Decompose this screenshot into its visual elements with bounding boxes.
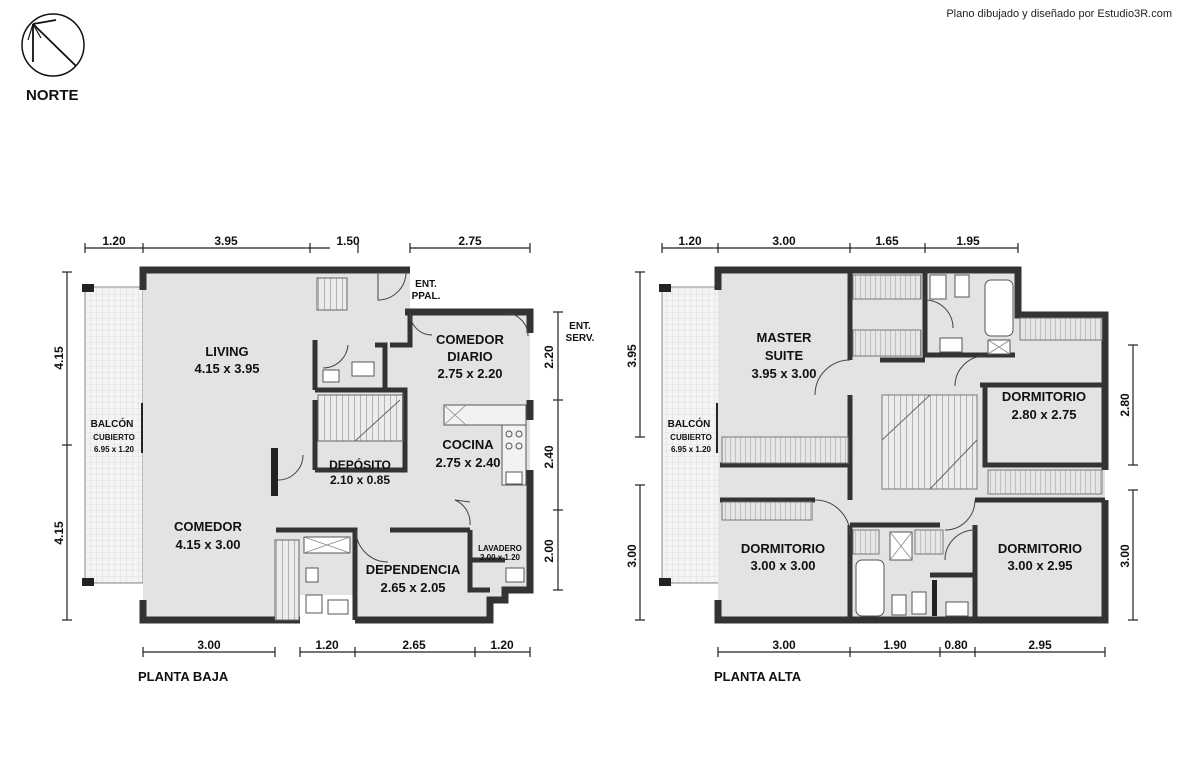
pb-dim-bottom-1: 1.20	[315, 638, 339, 652]
pa-dim-top-1: 3.00	[772, 234, 796, 248]
pb-dependencia-label: DEPENDENCIA	[366, 562, 461, 577]
pa-dim-right-0: 2.80	[1118, 393, 1132, 417]
pa-dimension-labels: 1.20 3.00 1.65 1.95 3.00 1.90 0.80 2.95 …	[625, 234, 1132, 652]
pb-ent-serv-2: SERV.	[566, 333, 595, 344]
pb-comedor-diario-label-2: DIARIO	[447, 349, 493, 364]
planta-baja-plan	[82, 266, 534, 624]
pb-lavadero-label: LAVADERO	[478, 544, 522, 553]
pa-balcon-dim: 6.95 x 1.20	[671, 445, 712, 454]
pb-dimension-lines	[62, 243, 563, 657]
pb-dim-bottom-2: 2.65	[402, 638, 426, 652]
pa-dim-left-0: 3.95	[625, 344, 639, 368]
pa-dimension-lines	[635, 243, 1138, 657]
pa-master-label-2: SUITE	[765, 348, 804, 363]
pa-dorm-ne-dim: 2.80 x 2.75	[1011, 407, 1076, 422]
pb-comedor-diario-label-1: COMEDOR	[436, 332, 505, 347]
pb-dim-top-0: 1.20	[102, 234, 126, 248]
pa-dim-right-1: 3.00	[1118, 544, 1132, 568]
pa-title: PLANTA ALTA	[714, 669, 802, 684]
pa-inner-walls	[720, 272, 1105, 620]
pb-dim-right-2: 2.00	[542, 539, 556, 563]
pa-dorm-se-dim: 3.00 x 2.95	[1007, 558, 1072, 573]
pb-living-label: LIVING	[205, 344, 248, 359]
pa-master-closet	[721, 436, 849, 464]
pa-stairs	[881, 394, 978, 490]
pb-lavadero-dim: 2.00 x 1.20	[480, 553, 521, 562]
pb-dimension-labels: 1.20 3.95 1.50 2.75 3.00 1.20 2.65 1.20 …	[52, 234, 556, 652]
pb-living-dim: 4.15 x 3.95	[194, 361, 259, 376]
pb-dim-top-3: 2.75	[458, 234, 482, 248]
pa-dim-left-1: 3.00	[625, 544, 639, 568]
pa-balcon-sub: CUBIERTO	[670, 433, 712, 442]
pb-cocina-dim: 2.75 x 2.40	[435, 455, 500, 470]
pb-deposito-dim: 2.10 x 0.85	[330, 473, 390, 487]
pb-dependencia-dim: 2.65 x 2.05	[380, 580, 445, 595]
pb-comedor-label: COMEDOR	[174, 519, 243, 534]
pa-master-dim: 3.95 x 3.00	[751, 366, 816, 381]
pa-dim-bottom-2: 0.80	[944, 638, 968, 652]
planta-alta-plan	[659, 266, 1109, 624]
pb-dim-top-1: 3.95	[214, 234, 238, 248]
pa-dorm-ne-label: DORMITORIO	[1002, 389, 1086, 404]
pb-dim-bottom-0: 3.00	[197, 638, 221, 652]
pb-deposito-label: DEPÓSITO	[329, 457, 391, 472]
pb-inner-walls	[276, 312, 505, 620]
pb-doors	[277, 271, 529, 563]
pb-title: PLANTA BAJA	[138, 669, 229, 684]
pb-outer-walls	[139, 266, 534, 624]
pb-comedor-dim: 4.15 x 3.00	[175, 537, 240, 552]
credit-text: Plano dibujado y diseñado por Estudio3R.…	[946, 8, 1172, 20]
pa-outer-walls	[714, 266, 1109, 624]
pb-stairs	[317, 394, 404, 442]
north-arrow-icon	[21, 13, 85, 77]
pa-dorm-sw-dim: 3.00 x 3.00	[750, 558, 815, 573]
pb-balcon-label: BALCÓN	[91, 417, 134, 430]
pb-dim-bottom-3: 1.20	[490, 638, 514, 652]
pa-balcony-floor	[661, 286, 721, 584]
pa-dorm-sw-label: DORMITORIO	[741, 541, 825, 556]
pa-room-labels: MASTER SUITE 3.95 x 3.00 DORMITORIO 2.80…	[668, 330, 1087, 573]
pa-dim-bottom-0: 3.00	[772, 638, 796, 652]
pa-dim-top-2: 1.65	[875, 234, 899, 248]
pb-ent-serv-1: ENT.	[569, 321, 591, 332]
north-label: NORTE	[26, 87, 79, 104]
pa-dim-bottom-1: 1.90	[883, 638, 907, 652]
pa-dim-bottom-3: 2.95	[1028, 638, 1052, 652]
pb-ent-ppal-1: ENT.	[415, 279, 437, 290]
pb-balcon-sub: CUBIERTO	[93, 433, 135, 442]
pb-balcon-dim: 6.95 x 1.20	[94, 445, 135, 454]
pb-dim-top-2: 1.50	[336, 234, 360, 248]
pb-comedor-diario-dim: 2.75 x 2.20	[437, 366, 502, 381]
pb-dim-left-0: 4.15	[52, 346, 66, 370]
pb-dim-left-1: 4.15	[52, 521, 66, 545]
pa-dorm-se-label: DORMITORIO	[998, 541, 1082, 556]
pa-balcon-label: BALCÓN	[668, 417, 711, 430]
pb-balcony-floor	[84, 286, 144, 584]
pb-ent-ppal-2: PPAL.	[412, 291, 441, 302]
pb-dim-right-1: 2.40	[542, 445, 556, 469]
pa-master-label-1: MASTER	[757, 330, 813, 345]
pb-dim-right-0: 2.20	[542, 345, 556, 369]
pa-dim-top-0: 1.20	[678, 234, 702, 248]
pb-cocina-label: COCINA	[442, 437, 494, 452]
pa-doors	[814, 299, 986, 561]
pa-dim-top-3: 1.95	[956, 234, 980, 248]
pb-room-labels: LIVING 4.15 x 3.95 COMEDOR 4.15 x 3.00 C…	[91, 279, 595, 595]
